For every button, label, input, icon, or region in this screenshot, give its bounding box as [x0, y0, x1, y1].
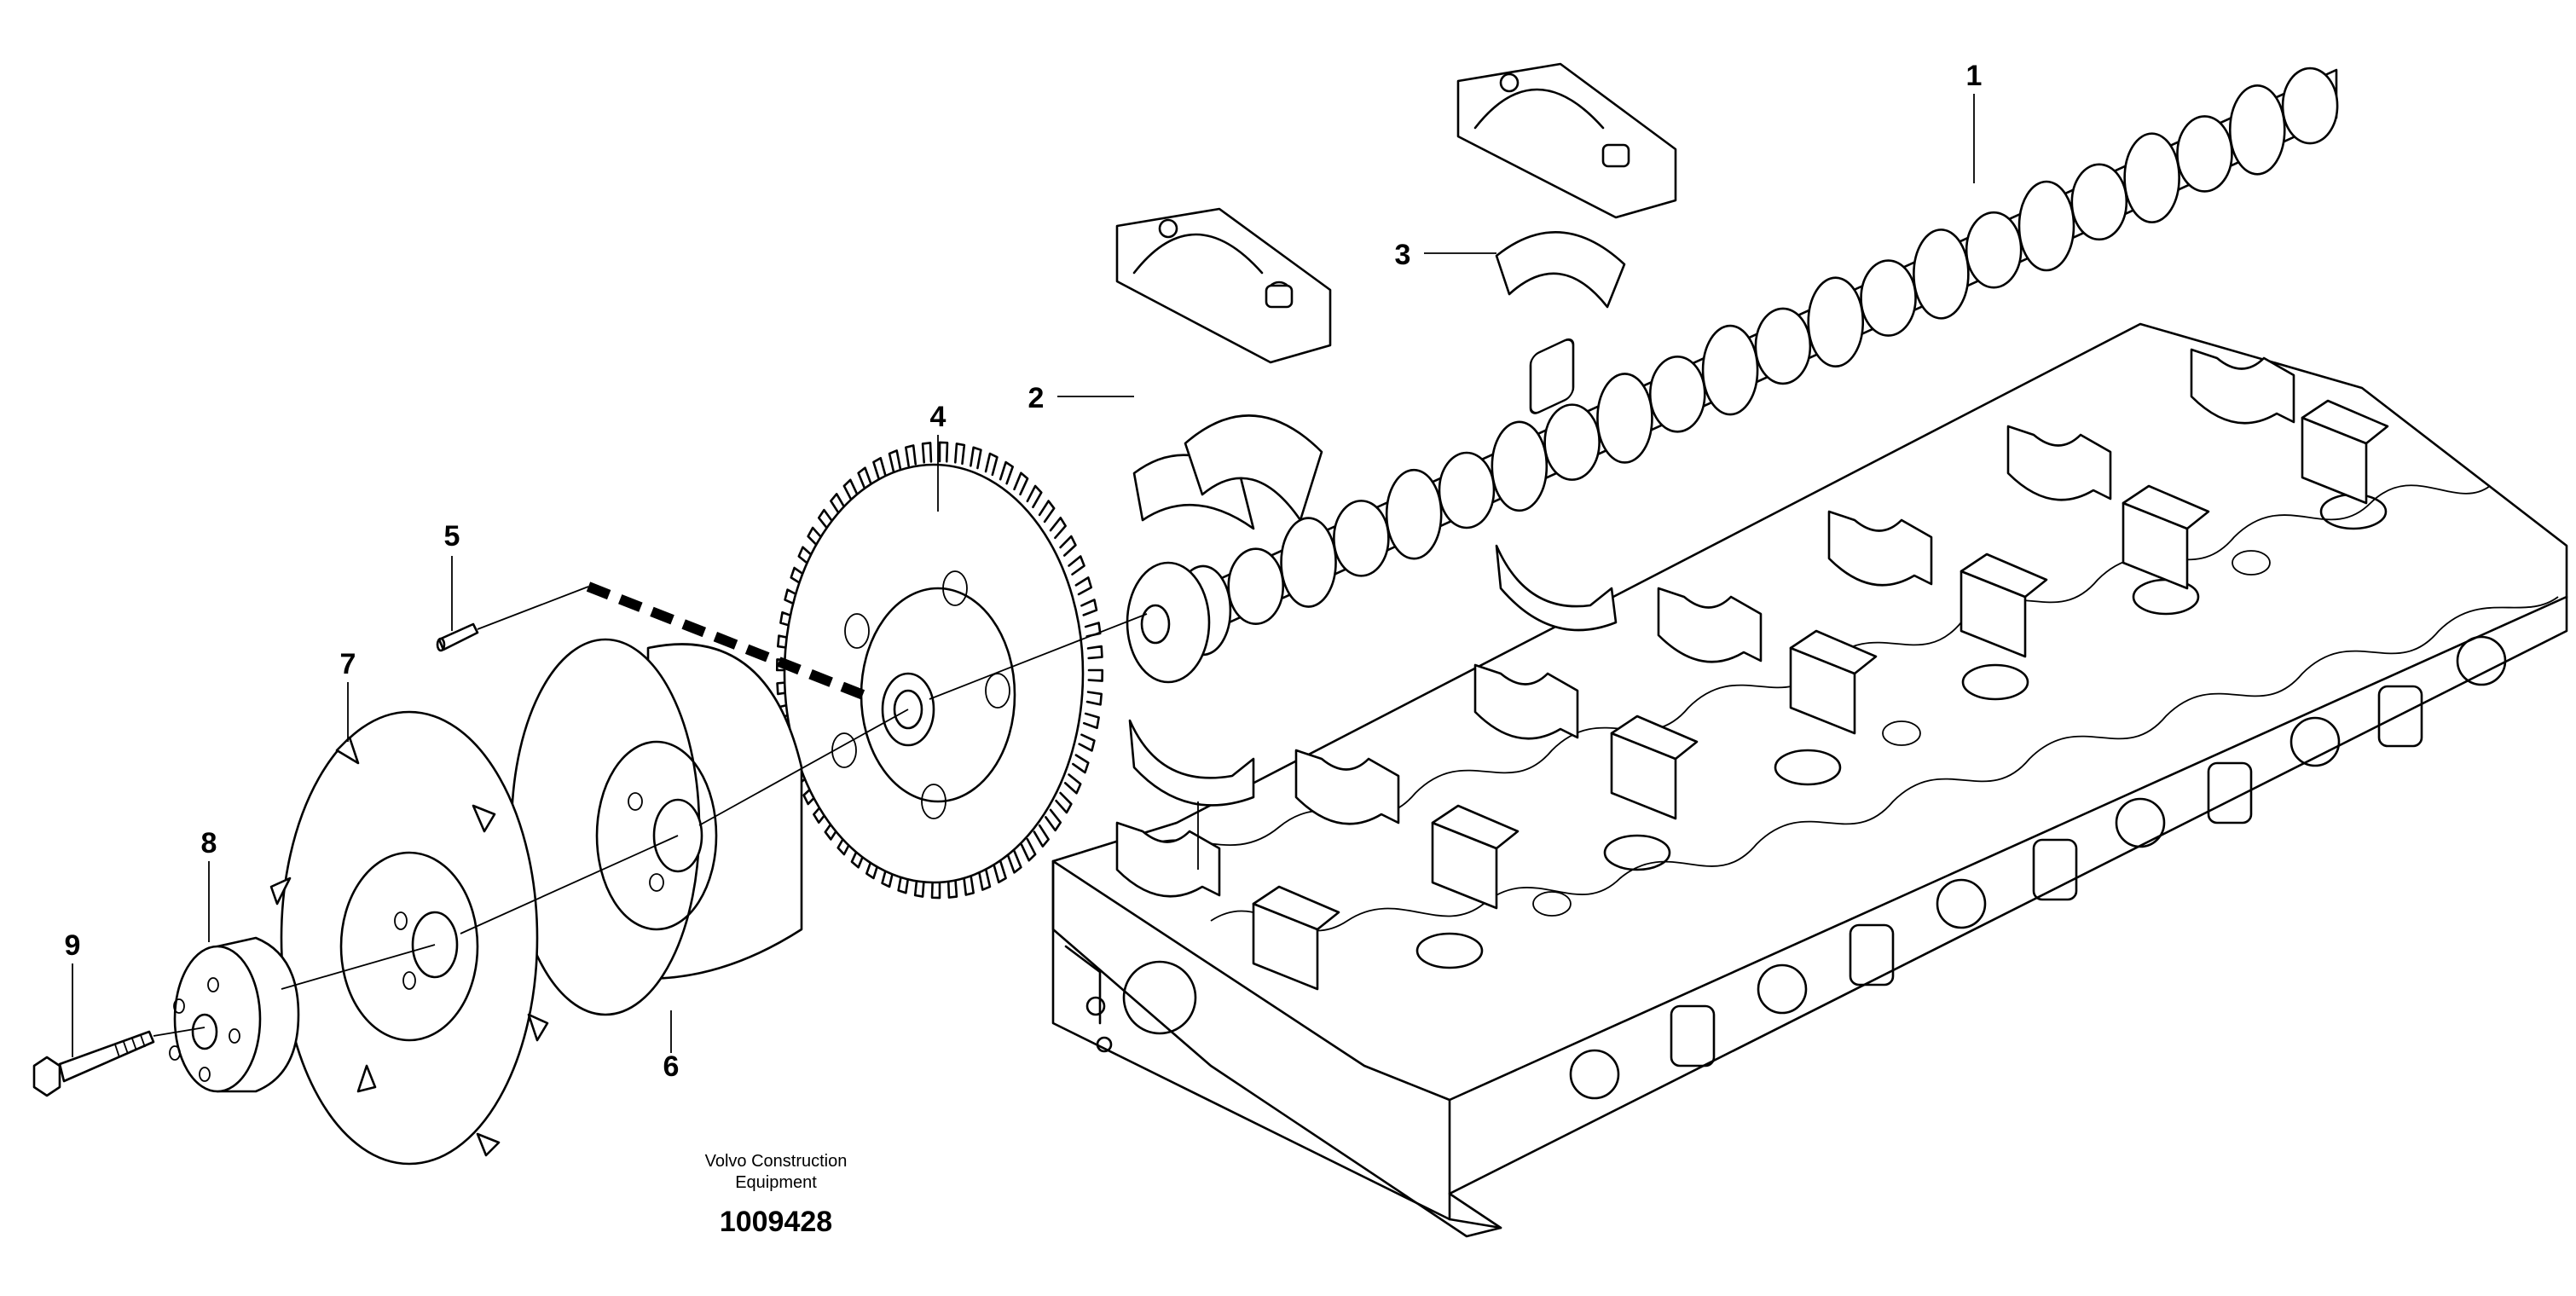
camshaft-gear [775, 441, 1104, 900]
side-port-row [1529, 338, 2507, 1100]
camshaft-lobe [1965, 211, 2023, 289]
bearing-shell-lower-a [1495, 544, 1618, 632]
brand-line-1: Volvo Construction [705, 1152, 848, 1171]
bearing-shell-2 [1132, 414, 1323, 530]
camshaft-lobe [2176, 115, 2233, 193]
camshaft-lobe [1860, 259, 1917, 337]
callout-8: 8 [201, 827, 217, 859]
figure-caption: Volvo Construction Equipment 1009428 [705, 1152, 848, 1238]
figure-number: 1009428 [720, 1206, 832, 1238]
hub-washer [169, 936, 300, 1093]
camshaft-lobe [2070, 163, 2128, 241]
cylinder-head [1051, 322, 2568, 1238]
camshaft-lobe [1543, 403, 1601, 481]
bearing-cap-front [1115, 207, 1332, 364]
callout-2: 2 [1028, 382, 1045, 414]
callout-labels: 1 2 3 4 5 6 7 8 9 [65, 60, 1983, 1083]
callout-6: 6 [663, 1050, 680, 1083]
camshaft-lobe [1648, 355, 1706, 433]
dowel-pin [436, 622, 479, 652]
callout-leaders [72, 94, 1975, 1057]
camshaft-lobe [2228, 84, 2286, 176]
camshaft-front-bore [1140, 604, 1171, 645]
assembly-lines [153, 581, 1199, 1037]
camshaft-lobe [1701, 324, 1759, 416]
bearing-shell-3 [1495, 231, 1626, 309]
camshaft-lobe [1227, 547, 1285, 626]
camshaft [1126, 67, 2339, 684]
camshaft-lobe [2281, 67, 2339, 145]
camshaft-lobe [2017, 180, 2075, 272]
camshaft-lobe [1438, 451, 1496, 529]
bearing-cap-rear [1456, 62, 1677, 219]
camshaft-lobe [1491, 420, 1548, 512]
callout-1: 1 [1966, 60, 1983, 92]
callout-9: 9 [65, 929, 81, 962]
bearing-saddles [1115, 348, 2389, 991]
bearing-shell-lower-b [1128, 719, 1255, 807]
camshaft-lobe [1754, 307, 1812, 385]
callout-3: 3 [1395, 239, 1411, 271]
camshaft-lobe [1596, 373, 1653, 464]
callout-5: 5 [444, 520, 460, 553]
callout-7: 7 [340, 648, 356, 680]
camshaft-lobe [2123, 132, 2180, 223]
camshaft-lobe [1280, 517, 1337, 608]
brand-line-2: Equipment [735, 1173, 817, 1192]
pulley-plate [269, 710, 549, 1166]
vibration-damper [510, 638, 803, 1016]
camshaft-lobe [1333, 500, 1390, 577]
camshaft-lobe [1913, 229, 1970, 320]
callout-4: 4 [930, 401, 946, 433]
camshaft-lobe [1807, 276, 1865, 368]
camshaft-lobe [1385, 468, 1443, 560]
hex-bolt [32, 1030, 155, 1097]
